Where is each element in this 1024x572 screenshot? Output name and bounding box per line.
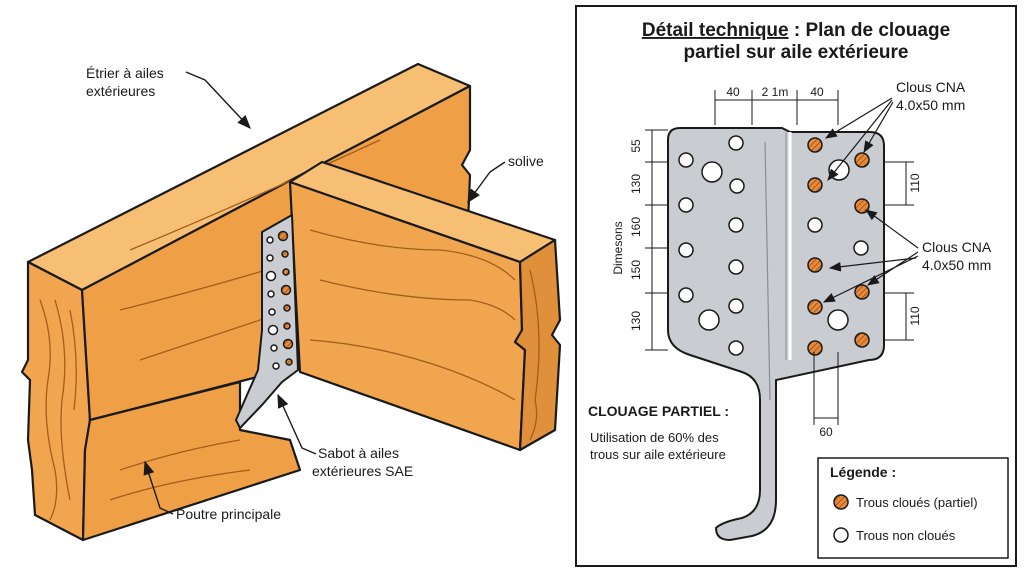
nail-callout-2-line1: Clous CNA [922,239,992,255]
top-dim-3: 40 [810,85,824,99]
left-dim-1: 55 [629,139,643,153]
panel-title-line2: partiel sur aile extérieure [684,42,909,63]
nailed-hole [807,257,823,273]
hanger-hole [272,362,280,370]
callout-1-arrows [824,97,894,181]
legend-nailed-icon [833,494,849,510]
etrier-label-1: Étrier à ailes [86,65,164,81]
hanger-hole [266,254,274,262]
open-hole [728,217,744,233]
open-hole [678,287,694,303]
right-dimensions [884,161,914,341]
clouage-text-2: trous sur aile extérieure [590,447,726,462]
hanger-hole [285,358,293,366]
nailed-hole [807,340,823,356]
beam-illustration [20,62,562,542]
left-dim-2: 130 [629,174,643,194]
open-hole [728,298,744,314]
left-dimensions [645,129,668,351]
joist-end [513,238,562,452]
legend-open-label: Trous non cloués [856,528,956,543]
legend-title: Légende : [830,464,896,480]
solive-label: solive [508,153,544,169]
right-dim-2: 110 [908,306,922,325]
hanger-hole [277,230,289,242]
right-dim-1: 110 [908,173,922,192]
hanger-hole [280,284,292,296]
hanger-hole [265,270,277,282]
hanger-hole [268,308,276,316]
nailed-hole [854,332,870,348]
main-beam-lower [81,380,302,542]
nailed-hole [807,137,823,153]
open-hole [827,309,849,331]
legend-open-icon [833,527,849,543]
title-suffix: : Plan de clouage [789,20,951,41]
joist-grain [309,229,540,441]
nail-callout-1-line1: Clous CNA [896,79,966,95]
nailed-hole [807,299,823,315]
sabot-label-1: Sabot à ailes [318,445,399,461]
nailed-hole [807,177,823,193]
open-hole [729,178,745,194]
hanger-hole [283,322,291,330]
hanger-hole [266,236,274,244]
callout-2-arrows [822,209,919,303]
top-dimensions [714,90,839,125]
open-hole [828,159,850,181]
top-dim-1: 40 [726,85,740,99]
sabot-label-2: extérieures SAE [312,463,413,479]
left-labels: Étrier à ailes extérieures solive Sabot … [86,65,544,522]
panel-title: Détail technique : Plan de clouage [642,20,950,41]
fold-line [764,141,771,401]
bottom-dimension [813,352,839,425]
open-hole [701,161,723,183]
left-dim-3: 160 [629,217,643,237]
poutre-label: Poutre principale [176,506,281,522]
open-hole [678,242,694,258]
left-dim-5: 130 [629,311,643,331]
open-hole [728,135,744,151]
hanger-hole [281,250,289,258]
hanger-hole [282,268,290,276]
nail-callout-2-line2: 4.0x50 mm [922,257,991,273]
clouage-text-1: Utilisation de 60% des [590,430,719,445]
hanger-hole [283,304,291,312]
bottom-dim: 60 [819,425,833,439]
plate-holes [678,135,870,356]
dim-axis-label: Dimesons [611,221,625,274]
hanger-hole [270,344,278,352]
open-hole [807,217,823,233]
nailed-hole [854,284,870,300]
top-dim-2: 2 1m [762,85,789,99]
open-hole [728,340,744,356]
hanger-hole [267,324,279,336]
nail-callout-1-line2: 4.0x50 mm [896,97,965,113]
joist-hanger [235,214,299,429]
open-hole [698,309,720,331]
etrier-label-2: extérieures [86,83,155,99]
open-hole [853,240,869,256]
hanger-hole [267,290,275,298]
legend-nailed-label: Trous cloués (partiel) [856,495,978,510]
hanger-holes [265,230,294,370]
hanger-plate-flat [667,127,885,542]
title-prefix: Détail technique [642,20,789,41]
open-hole [728,259,744,275]
hanger-hole [282,338,294,350]
open-hole [678,152,694,168]
open-hole [678,197,694,213]
legend-box [817,457,1009,559]
clouage-heading: CLOUAGE PARTIEL : [588,403,729,419]
left-dim-4: 150 [629,260,643,280]
nailed-hole [854,152,870,168]
